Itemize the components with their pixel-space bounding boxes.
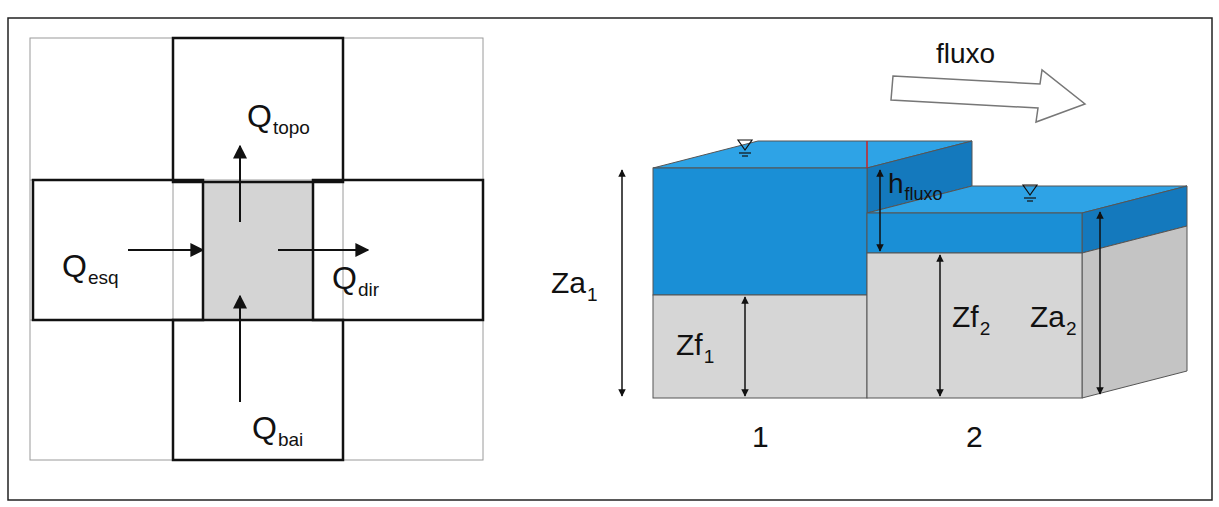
edge-mark — [866, 141, 868, 168]
flow-symbol: Q — [252, 412, 277, 444]
water-level-symbol — [738, 140, 1037, 201]
dimension-subscript: 1 — [704, 347, 715, 366]
cell-number: 1 — [752, 422, 769, 452]
dimension-subscript: 2 — [980, 319, 991, 338]
flow-subscript: dir — [358, 280, 379, 299]
dimension-arrows — [622, 170, 1100, 396]
frame — [8, 18, 1212, 500]
flow-subscript: esq — [88, 268, 119, 287]
flow-label: fluxo — [936, 40, 995, 68]
blocks — [653, 141, 1187, 398]
cell-number: 2 — [966, 422, 983, 452]
dimension-label: Zf — [676, 330, 703, 360]
dimension-label: h — [888, 170, 904, 198]
flow-symbol: Q — [62, 250, 87, 282]
cells — [33, 38, 483, 460]
dimension-subscript: 2 — [1066, 319, 1077, 338]
flow-symbol: Q — [247, 100, 272, 132]
dimension-label: Za — [1030, 302, 1065, 332]
flow-subscript: topo — [273, 118, 310, 137]
flow-subscript: bai — [278, 430, 303, 449]
flow-arrow — [891, 70, 1085, 122]
flow-symbol: Q — [332, 262, 357, 294]
flow-arrows — [128, 146, 368, 402]
dimension-subscript: fluxo — [905, 185, 943, 203]
dimension-subscript: 1 — [587, 285, 598, 304]
dimension-label: Zf — [952, 302, 979, 332]
dimension-label: Za — [551, 268, 586, 298]
grid — [30, 38, 483, 460]
